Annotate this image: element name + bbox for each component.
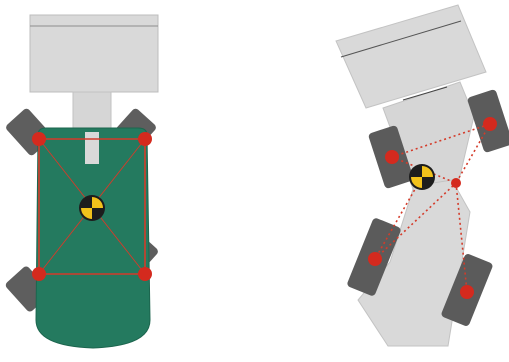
articulated-machine-view	[335, 4, 509, 347]
wheel-contact-point-icon	[460, 285, 474, 299]
wheel-contact-point-icon	[138, 132, 152, 146]
wheel-contact-point-icon	[368, 252, 382, 266]
support-polygon	[38, 138, 146, 275]
front-attachment-articulated	[335, 4, 487, 109]
wheel-contact-point-icon	[32, 267, 46, 281]
center-of-gravity-icon	[409, 164, 435, 190]
center-of-gravity-icon	[79, 195, 105, 221]
wheel-contact-point-icon	[385, 150, 399, 164]
green-chassis	[35, 127, 151, 349]
front-attachment	[29, 14, 159, 93]
wheel-contact-point-icon	[483, 117, 497, 131]
wheel-contact-point-icon	[32, 132, 46, 146]
front-attachment-edge-articulated	[340, 20, 462, 58]
front-frame-edge	[402, 86, 448, 101]
articulation-pivot-point	[451, 178, 461, 188]
support-lines-articulated	[374, 123, 491, 293]
wheel-contact-point-icon	[138, 267, 152, 281]
mast-base	[85, 132, 99, 164]
rigid-machine-view	[5, 14, 159, 349]
